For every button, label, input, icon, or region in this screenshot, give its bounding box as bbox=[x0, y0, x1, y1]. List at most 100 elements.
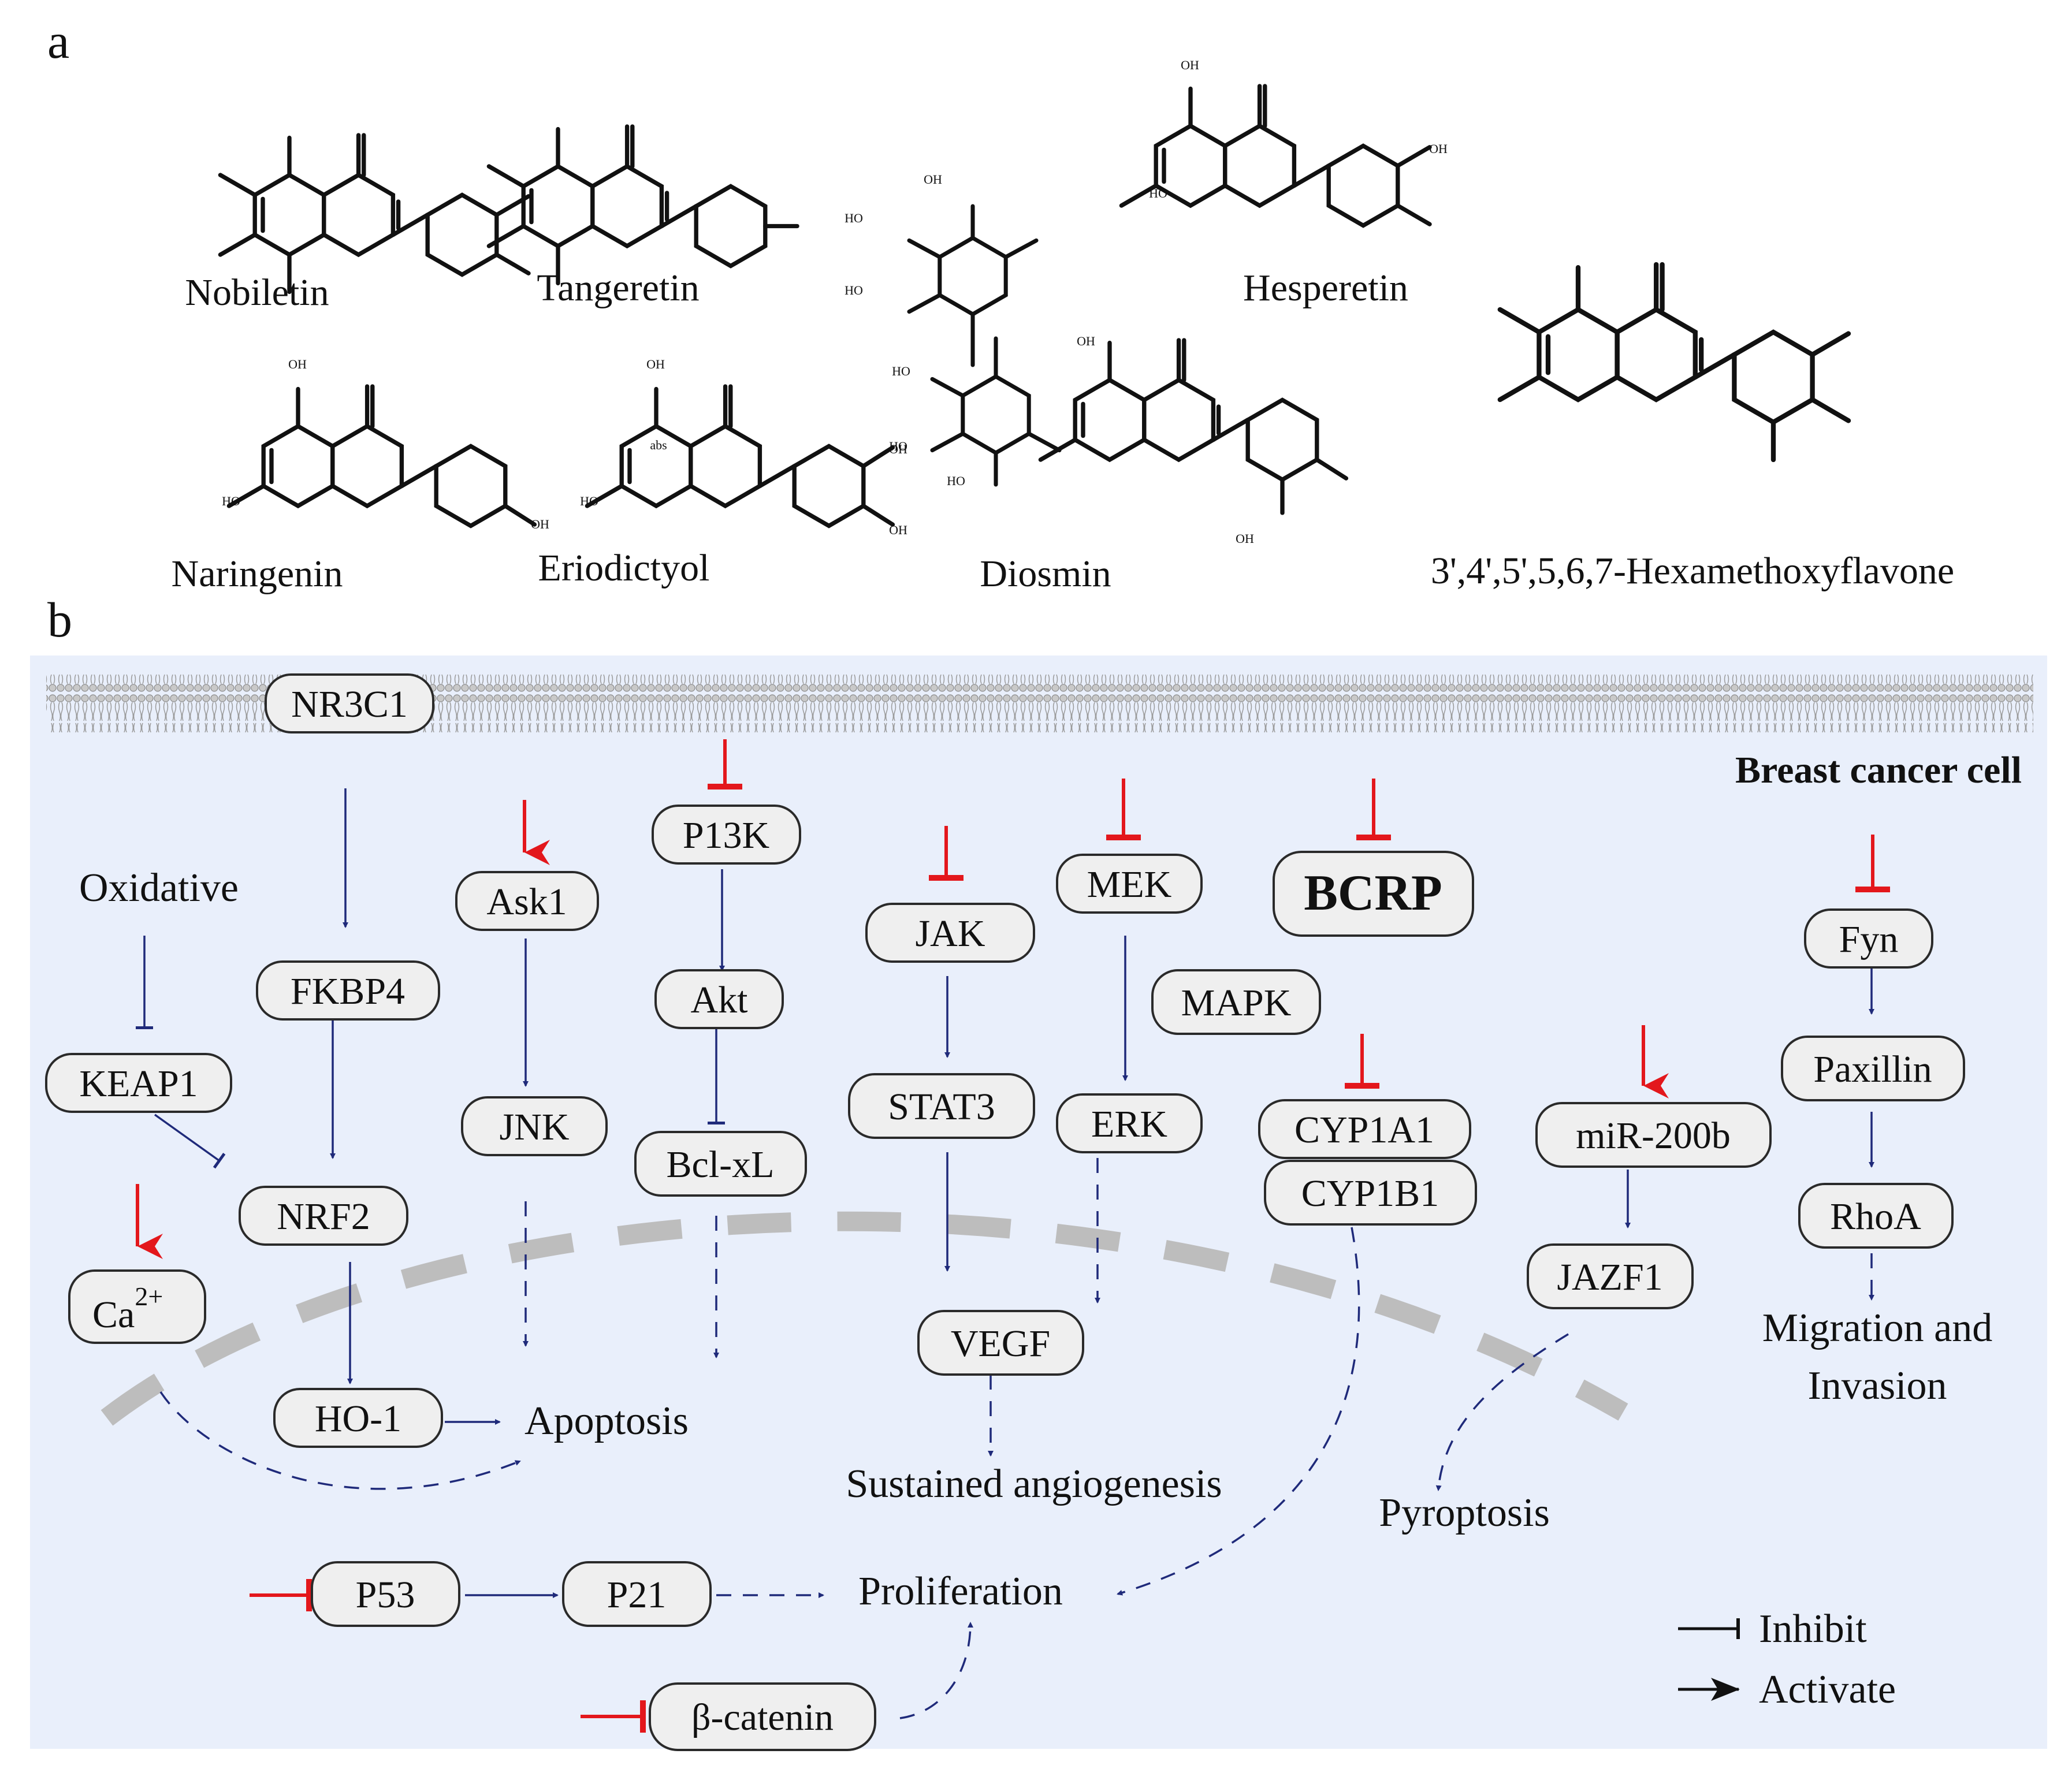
node-label: KEAP1 bbox=[79, 1063, 198, 1105]
node-fyn: Fyn bbox=[1804, 908, 1933, 969]
node-label: RhoA bbox=[1830, 1196, 1921, 1238]
node-jazf1: JAZF1 bbox=[1527, 1243, 1694, 1309]
atom-label: OH bbox=[1181, 58, 1199, 72]
panel-a-letter: a bbox=[47, 13, 69, 69]
atom-label: OH bbox=[288, 357, 307, 371]
node-p21: P21 bbox=[562, 1561, 712, 1627]
node-label: NR3C1 bbox=[291, 683, 408, 725]
node-fkbp4: FKBP4 bbox=[256, 960, 440, 1021]
node-label: Akt bbox=[691, 979, 748, 1021]
legend: Inhibit Activate bbox=[1678, 1607, 1896, 1712]
node-mapk: MAPK bbox=[1151, 969, 1321, 1035]
node-nr3c1: NR3C1 bbox=[265, 673, 434, 733]
node-ask1: Ask1 bbox=[455, 871, 599, 931]
node-label: P13K bbox=[683, 814, 769, 857]
node-label: NRF2 bbox=[277, 1196, 370, 1238]
node-label: FKBP4 bbox=[291, 970, 405, 1012]
node-label: STAT3 bbox=[888, 1086, 995, 1128]
drug-effect-markers bbox=[136, 739, 1890, 1733]
node-paxillin: Paxillin bbox=[1781, 1036, 1965, 1101]
structure-nobiletin bbox=[218, 133, 531, 295]
node-label: miR-200b bbox=[1576, 1115, 1731, 1157]
atom-label: OH bbox=[1429, 141, 1448, 156]
node-label: P53 bbox=[356, 1574, 415, 1616]
node-bcrp: BCRP bbox=[1273, 851, 1474, 937]
atom-label: OH bbox=[646, 357, 665, 371]
node-label: Fyn bbox=[1839, 918, 1899, 960]
node-ho1: HO-1 bbox=[273, 1388, 443, 1448]
node-label: β-catenin bbox=[691, 1696, 834, 1738]
node-rhoa: RhoA bbox=[1798, 1183, 1954, 1249]
node-p13k: P13K bbox=[652, 805, 801, 865]
label-invasion: Invasion bbox=[1807, 1364, 1947, 1408]
node-label: JAZF1 bbox=[1557, 1256, 1662, 1298]
node-nrf2: NRF2 bbox=[239, 1186, 408, 1246]
node-bcatenin: β-catenin bbox=[649, 1682, 876, 1751]
label-proliferation: Proliferation bbox=[858, 1569, 1063, 1614]
node-jak: JAK bbox=[865, 903, 1035, 963]
atom-label: HO bbox=[889, 439, 907, 453]
node-label: VEGF bbox=[951, 1323, 1050, 1365]
compound-name-diosmin: Diosmin bbox=[980, 553, 1111, 595]
node-mir200b: miR-200b bbox=[1535, 1102, 1772, 1168]
panel-b-letter: b bbox=[47, 592, 72, 647]
label-apoptosis: Apoptosis bbox=[524, 1399, 689, 1443]
node-label: Bcl-xL bbox=[667, 1144, 775, 1186]
compound-name-naringenin: Naringenin bbox=[172, 553, 343, 595]
node-label: ERK bbox=[1091, 1103, 1167, 1145]
atom-label: OH bbox=[1077, 334, 1095, 348]
structure-eriodictyol bbox=[585, 384, 895, 528]
node-keap1: KEAP1 bbox=[45, 1053, 232, 1113]
node-vegf: VEGF bbox=[917, 1310, 1084, 1376]
node-p53: P53 bbox=[311, 1561, 460, 1627]
label-sustained-angiogenesis: Sustained angiogenesis bbox=[846, 1462, 1222, 1506]
node-label: BCRP bbox=[1304, 865, 1442, 921]
legend-activate-label: Activate bbox=[1759, 1667, 1896, 1712]
node-label: Ask1 bbox=[486, 881, 567, 923]
atom-label: abs bbox=[650, 438, 667, 452]
node-jnk: JNK bbox=[461, 1096, 608, 1156]
node-ca: Ca2+ bbox=[68, 1269, 206, 1344]
atom-label: OH bbox=[1236, 531, 1254, 546]
node-erk: ERK bbox=[1056, 1093, 1203, 1153]
atom-label: OH bbox=[531, 517, 549, 531]
compound-name-eriodictyol: Eriodictyol bbox=[538, 547, 710, 589]
label-oxidative: Oxidative bbox=[79, 866, 239, 910]
node-label: Ca2+ bbox=[92, 1282, 163, 1336]
node-label: MAPK bbox=[1181, 982, 1292, 1024]
atom-label: HO bbox=[892, 364, 910, 378]
node-label: CYP1A1 bbox=[1294, 1109, 1434, 1151]
structure-hesperetin bbox=[1119, 84, 1432, 228]
atom-label: HO bbox=[1149, 186, 1167, 200]
node-akt: Akt bbox=[654, 969, 784, 1029]
node-label: CYP1B1 bbox=[1301, 1172, 1439, 1215]
cell-label: Breast cancer cell bbox=[1735, 749, 2022, 791]
atom-label: HO bbox=[580, 494, 598, 508]
label-migration: Migration and bbox=[1762, 1306, 1993, 1350]
compound-name-hexamethoxyflavone: 3',4',5',5,6,7-Hexamethoxyflavone bbox=[1431, 550, 1954, 592]
panel-b: b Breast cancer cell bbox=[30, 592, 2047, 1751]
compound-name-hesperetin: Hesperetin bbox=[1243, 267, 1408, 309]
node-label: JNK bbox=[499, 1106, 569, 1148]
node-cyp1a1: CYP1A1 bbox=[1258, 1099, 1471, 1159]
panel-a: a Nobiletin Tangeretin bbox=[47, 13, 1954, 595]
label-pyroptosis: Pyroptosis bbox=[1379, 1491, 1550, 1535]
node-label: HO-1 bbox=[315, 1398, 401, 1440]
atom-label: OH bbox=[924, 172, 942, 187]
atom-label: HO bbox=[845, 211, 863, 225]
node-cyp1b1: CYP1B1 bbox=[1264, 1160, 1477, 1226]
legend-inhibit-label: Inhibit bbox=[1759, 1607, 1867, 1651]
pathway-connections bbox=[136, 788, 1874, 1719]
compound-name-tangeretin: Tangeretin bbox=[537, 267, 699, 309]
structure-tangeretin bbox=[486, 124, 799, 286]
structure-hexamethoxyflavone bbox=[1497, 262, 1851, 463]
node-stat3: STAT3 bbox=[848, 1073, 1035, 1139]
node-label: Paxillin bbox=[1813, 1048, 1932, 1090]
node-bclxl: Bcl-xL bbox=[634, 1131, 807, 1197]
node-label: JAK bbox=[915, 913, 985, 955]
atom-label: HO bbox=[845, 283, 863, 297]
atom-label: OH bbox=[889, 523, 907, 537]
atom-label: HO bbox=[222, 494, 240, 508]
